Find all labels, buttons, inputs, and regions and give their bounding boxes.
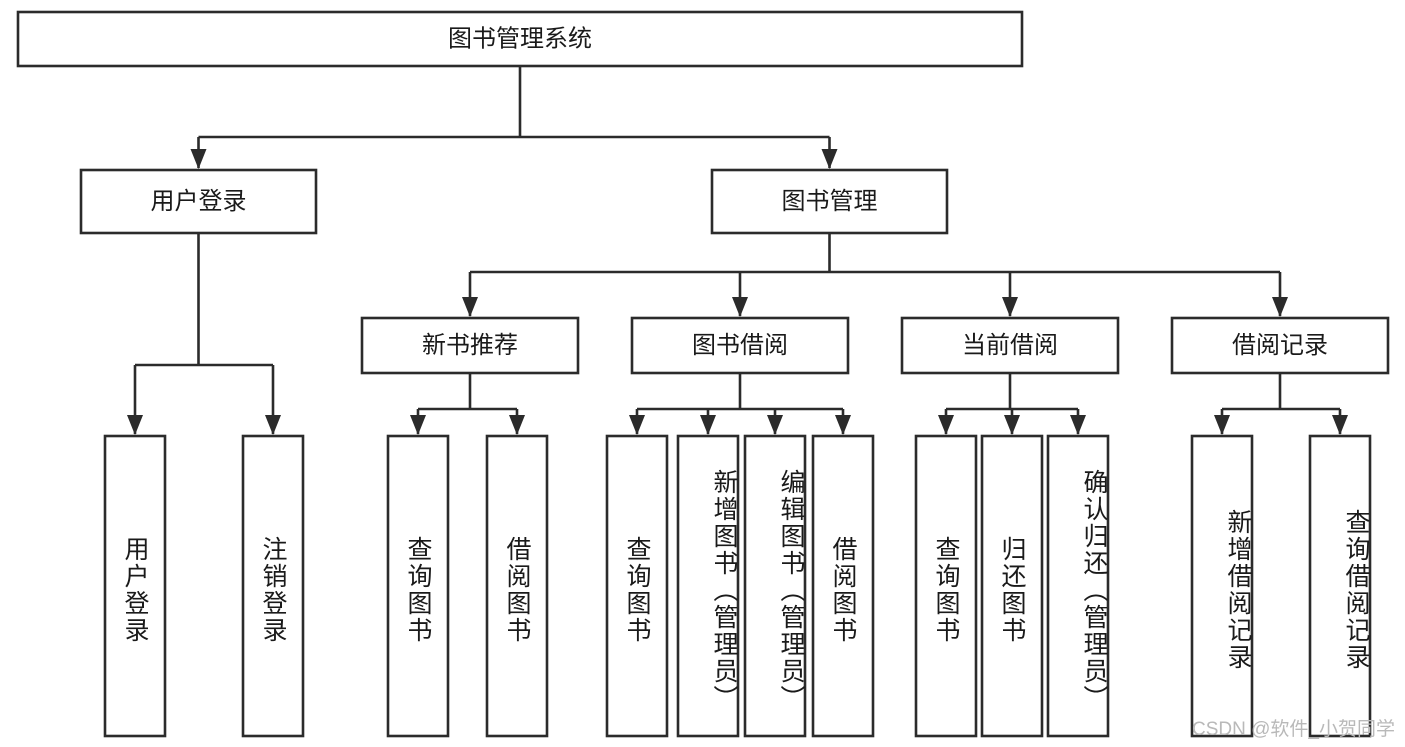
node-box-leaf-query-book-2[interactable] [605,434,669,738]
conn-borrow-record-arrow-1 [1332,415,1348,435]
conn-book-borrow-arrow-0 [629,415,645,435]
node-label-root: 图书管理系统 [448,25,592,52]
node-box-leaf-user-login[interactable] [103,434,167,738]
conn-new-book-rec-arrow-1 [509,415,525,435]
conn-book-manage-arrow-2 [1002,297,1018,317]
conn-user-login-arrow-1 [265,415,281,435]
node-box-leaf-query-book-1[interactable] [386,434,450,738]
conn-current-borrow-arrow-2 [1070,415,1086,435]
node-box-user-login[interactable] [79,168,318,235]
node-label-user-login: 用户登录 [151,188,247,215]
conn-root-arrow-1 [821,149,838,169]
node-box-leaf-add-record[interactable] [1190,434,1254,738]
node-box-leaf-query-book-3[interactable] [914,434,978,738]
node-box-leaf-edit-book[interactable] [743,434,807,738]
node-label-new-book-rec: 新书推荐 [422,332,518,359]
conn-book-borrow-arrow-1 [700,415,716,435]
node-label-borrow-record: 借阅记录 [1232,332,1328,359]
node-box-borrow-record[interactable] [1170,316,1390,375]
node-box-root[interactable] [16,10,1024,68]
conn-new-book-rec-arrow-0 [410,415,426,435]
node-box-leaf-add-book[interactable] [676,434,740,738]
conn-current-borrow-arrow-1 [1004,415,1020,435]
conn-current-borrow-arrow-0 [938,415,954,435]
conn-book-borrow-arrow-3 [835,415,851,435]
csdn-watermark: CSDN @软件_小贺同学 [1192,719,1395,740]
node-label-current-borrow: 当前借阅 [962,332,1058,359]
node-box-book-borrow[interactable] [630,316,850,375]
node-box-current-borrow[interactable] [900,316,1120,375]
conn-root-arrow-0 [190,149,207,169]
node-box-leaf-user-logout[interactable] [241,434,305,738]
conn-book-manage-arrow-1 [732,297,748,317]
conn-book-borrow-arrow-2 [767,415,783,435]
node-box-leaf-borrow-book-2[interactable] [811,434,875,738]
node-box-book-manage[interactable] [710,168,949,235]
node-box-leaf-query-record[interactable] [1308,434,1372,738]
conn-book-manage-arrow-3 [1272,297,1288,317]
conn-user-login-arrow-0 [127,415,143,435]
conn-book-manage-arrow-0 [462,297,478,317]
node-label-book-borrow: 图书借阅 [692,332,788,359]
connector-layer [127,66,1348,435]
node-box-leaf-return-book[interactable] [980,434,1044,738]
conn-borrow-record-arrow-0 [1214,415,1230,435]
node-label-book-manage: 图书管理 [782,188,878,215]
node-box-layer [16,10,1390,738]
node-box-new-book-rec[interactable] [360,316,580,375]
node-box-leaf-borrow-book-1[interactable] [485,434,549,738]
node-box-leaf-confirm-return[interactable] [1046,434,1110,738]
